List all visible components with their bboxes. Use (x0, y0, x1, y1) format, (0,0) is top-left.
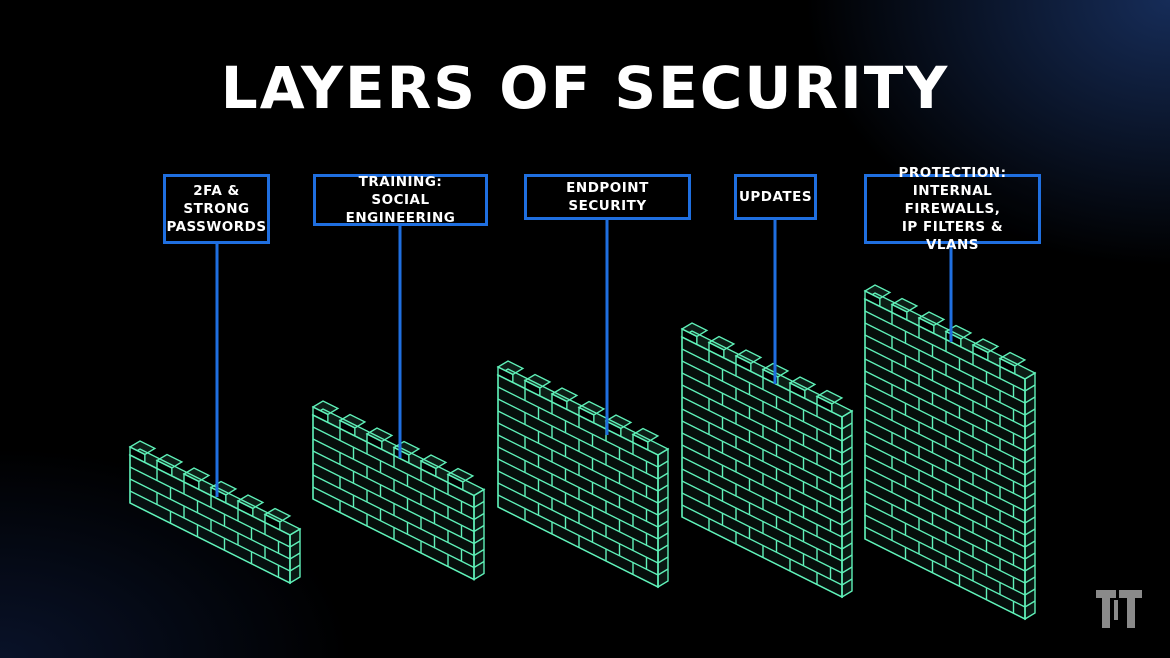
layer-label-endpoint: ENDPOINT SECURITY (524, 174, 691, 220)
wall-endpoint (496, 360, 670, 589)
wall-updates (680, 322, 854, 599)
page-title: LAYERS OF SECURITY (220, 54, 950, 122)
wall-protection (863, 284, 1037, 621)
tt-logo-icon (1096, 590, 1142, 628)
layer-label-updates: UPDATES (734, 174, 817, 220)
layer-label-2fa: 2FA & STRONG PASSWORDS (163, 174, 270, 244)
layer-label-protection: PROTECTION: INTERNAL FIREWALLS, IP FILTE… (864, 165, 1041, 253)
layer-label-training: TRAINING: SOCIAL ENGINEERING (313, 174, 488, 226)
wall-2fa (128, 440, 302, 585)
